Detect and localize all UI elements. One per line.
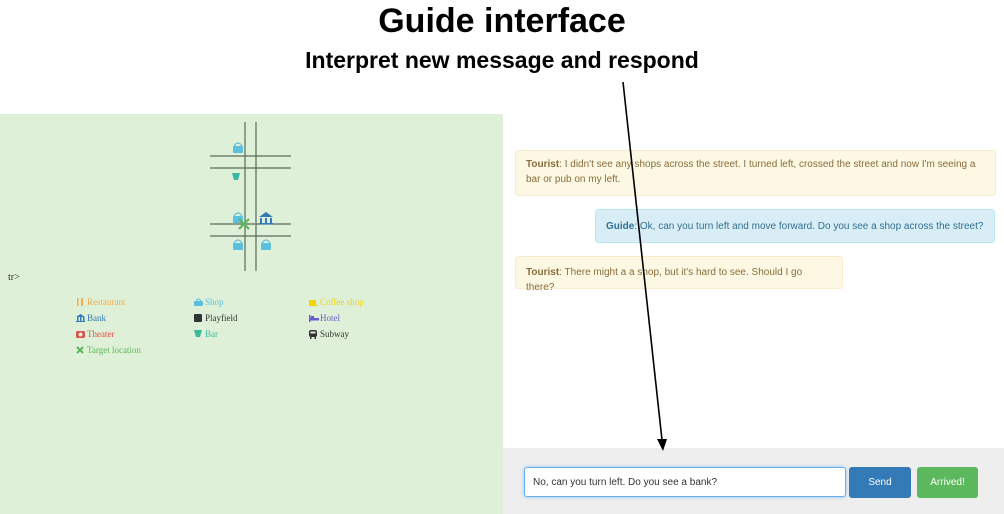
composer-bar: Send Arrived! (503, 448, 1004, 514)
message-text: : I didn't see any shops across the stre… (526, 159, 976, 185)
message-text: : There might a a shop, but it's hard to… (526, 267, 803, 293)
legend-label: Bank (87, 313, 106, 323)
legend-item-bar: Bar (194, 329, 218, 339)
coffee-icon (309, 298, 318, 306)
legend-item-bank: Bank (76, 313, 106, 323)
legend-item-coffee-shop: Coffee shop (309, 297, 364, 307)
page-title: Guide interface (378, 2, 626, 40)
legend-item-hotel: Hotel (309, 313, 340, 323)
page-subtitle: Interpret new message and respond (305, 47, 699, 73)
legend-label: Shop (205, 297, 224, 307)
glass-icon (194, 330, 202, 338)
legend-item-subway: Subway (309, 329, 349, 339)
camera-icon (76, 330, 85, 338)
bar-icon (232, 173, 240, 180)
legend-item-theater: Theater (76, 329, 114, 339)
bank-icon (259, 212, 273, 225)
street-map (210, 122, 291, 271)
bed-icon (309, 314, 319, 322)
arrived-button[interactable]: Arrived! (917, 467, 978, 498)
square-icon (194, 314, 202, 322)
legend-item-shop: Shop (194, 297, 224, 307)
chat-message-guide: Guide: Ok, can you turn left and move fo… (595, 209, 995, 243)
streets (210, 122, 291, 271)
cross-icon (76, 346, 84, 354)
legend-item-restaurant: Restaurant (76, 297, 126, 307)
chat-panel: Tourist: I didn't see any shops across t… (503, 114, 1004, 448)
utensils-icon (76, 298, 84, 306)
legend-item-target-location: Target location (76, 345, 141, 355)
legend-label: Playfield (205, 313, 238, 323)
chat-message-tourist: Tourist: There might a a shop, but it's … (515, 256, 843, 293)
legend-label: Theater (87, 329, 115, 339)
legend-label: Bar (205, 329, 218, 339)
legend-label: Target location (87, 345, 141, 355)
speaker-name: Tourist (526, 267, 560, 278)
shop-icon (233, 239, 243, 250)
legend-label: Subway (320, 329, 349, 339)
send-button[interactable]: Send (849, 467, 911, 498)
shop-icon (233, 142, 243, 153)
legend-label: Hotel (320, 313, 340, 323)
shop-icon (261, 239, 271, 250)
message-text: : Ok, can you turn left and move forward… (634, 221, 984, 232)
speaker-name: Tourist (526, 159, 560, 170)
legend-item-playfield: Playfield (194, 313, 238, 323)
message-input[interactable] (524, 467, 846, 497)
map-panel: tr> Restaurant Shop Coffee shop Bank (0, 114, 503, 514)
stray-text: tr> (8, 272, 20, 283)
legend-label: Coffee shop (320, 297, 364, 307)
bank-icon (76, 314, 85, 322)
legend-label: Restaurant (87, 297, 126, 307)
chat-message-tourist: Tourist: I didn't see any shops across t… (515, 150, 996, 196)
speaker-name: Guide (606, 221, 635, 232)
target-location-icon (238, 218, 250, 230)
subway-icon (309, 330, 317, 339)
basket-icon (194, 298, 203, 306)
